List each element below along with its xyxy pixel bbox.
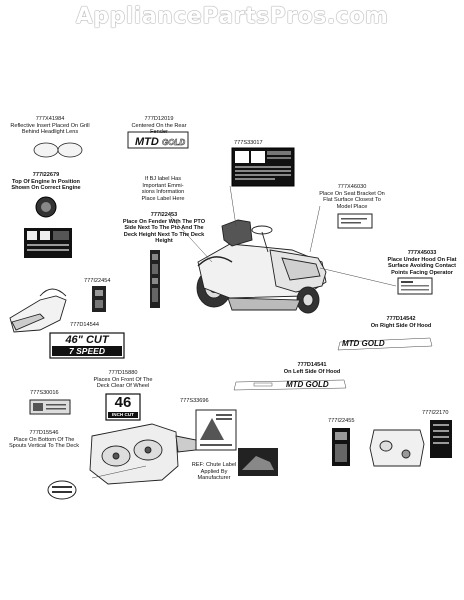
part-number: 777D14544 <box>70 322 99 328</box>
part-number: 777I22453 <box>150 212 178 218</box>
part-desc: Top Of Engine In Position Shown On Corre… <box>11 178 81 192</box>
part-number: 777S33017 <box>234 140 263 146</box>
part-desc: REF: Chute Label Applied By Manufacturer <box>191 462 237 482</box>
chute-label-illustration <box>238 448 278 476</box>
part-desc: Places On Front Of The Deck Clear Of Whe… <box>93 376 153 390</box>
callout-right-hood: 777D14542 On Right Side Of Hood <box>364 316 438 329</box>
callout-reflective-insert: 777X41984 Reflective Insert Placed On Gr… <box>6 116 94 136</box>
part-number: 777I22170 <box>422 410 449 416</box>
callout-chute-label: REF: Chute Label Applied By Manufacturer <box>186 462 242 482</box>
part-number: 777S30016 <box>30 390 59 396</box>
part-number: 777X46030 <box>337 184 367 190</box>
mtd-gold-rear-decal: MTD GOLD <box>127 131 189 149</box>
part-number: 777D15880 <box>108 370 138 376</box>
left-hood-brand-text: MTD GOLD <box>286 380 329 389</box>
callout-777d14544: 777D14544 <box>70 322 112 329</box>
lawn-tractor-illustration <box>196 219 327 314</box>
callout-spout-bottom: 777D15546 Place On Bottom Of The Spouts … <box>6 430 82 450</box>
brand-text-rear: MTD <box>135 136 159 148</box>
mower-deck-illustration <box>89 423 197 485</box>
part-number: 777D14542 <box>386 316 416 322</box>
callout-seat-bracket: 777X46030 Place On Seat Bracket On Flat … <box>316 184 388 210</box>
callout-engine-decal: 777I22679 Top Of Engine In Position Show… <box>4 172 88 192</box>
speed-text: 7 SPEED <box>69 346 105 356</box>
fender-small-decal <box>92 286 106 312</box>
instruction-decal-black <box>231 147 295 187</box>
watermark: AppliancePartsPros.com <box>75 4 389 29</box>
part-number: 777D15546 <box>29 430 59 436</box>
callout-777i22455: 777I22455 <box>328 418 368 425</box>
throttle-decal <box>430 420 452 458</box>
part-desc: Place Under Hood On Flat Surface Avoidin… <box>387 256 457 276</box>
callout-deck-front: 777D15880 Places On Front Of The Deck Cl… <box>92 370 154 390</box>
seat-bracket-label <box>337 213 373 229</box>
left-hood-decal <box>233 379 347 391</box>
deck-number-text: 46 <box>114 394 132 411</box>
callout-pto-decal: 777I22453 Place On Fender With The PTO S… <box>122 212 206 245</box>
svg-text:GOLD: GOLD <box>162 138 185 147</box>
leader-lines <box>91 185 397 479</box>
callout-777s30016: 777S30016 <box>30 390 74 397</box>
part-number: 777X45033 <box>407 250 437 256</box>
right-hood-decal <box>337 337 433 351</box>
part-number: 777D12019 <box>144 116 174 122</box>
callout-777s33017: 777S33017 <box>234 140 286 147</box>
part-number: 777S33696 <box>180 398 209 404</box>
callout-under-hood: 777X45033 Place Under Hood On Flat Surfa… <box>382 250 462 276</box>
part-desc: Centered On the Rear Fender <box>131 122 187 136</box>
callout-777s33696: 777S33696 <box>180 398 224 405</box>
part-desc: On Right Side Of Hood <box>370 322 432 329</box>
callout-777i22170: 777I22170 <box>422 410 462 417</box>
reflective-insert-decal <box>33 142 83 158</box>
part-desc: Place On Bottom Of The Spouts Vertical T… <box>8 436 80 450</box>
right-hood-brand-text: MTD GOLD <box>342 339 385 348</box>
callout-left-hood: 777D14541 On Left Side Of Hood <box>276 362 348 375</box>
cut-size-text: 46" CUT <box>65 334 109 346</box>
part-number: 777I22455 <box>328 418 355 424</box>
callout-rear-fender: 777D12019 Centered On the Rear Fender <box>122 116 196 136</box>
footrest-fender-illustration <box>9 288 67 333</box>
fender-strip-decal <box>150 250 160 308</box>
part-number: 777I22454 <box>84 278 111 284</box>
callout-emissions-label: If BJ label Has Important Emmi- sions In… <box>138 176 188 202</box>
spout-round-decal <box>47 480 77 500</box>
callout-777i22454: 777I22454 <box>84 278 124 285</box>
part-desc: If BJ label Has Important Emmi- sions In… <box>141 176 185 202</box>
warning-decal <box>195 409 237 451</box>
engine-round-decal <box>35 196 57 218</box>
under-hood-decal <box>397 277 433 295</box>
engine-panel-decal <box>24 228 72 258</box>
dash-panel-illustration <box>369 429 425 467</box>
deck-inch-text: INCH CUT <box>112 412 134 417</box>
part-desc: Place On Seat Bracket On Flat Surface Cl… <box>319 190 385 210</box>
part-desc: Reflective Insert Placed On Grill Behind… <box>10 122 90 136</box>
vertical-dark-decal <box>332 428 350 466</box>
spout-label-decal <box>29 399 71 415</box>
cut-speed-decal <box>49 332 125 359</box>
part-desc: Place On Fender With The PTO Side Next T… <box>122 218 206 245</box>
part-number: 777X41984 <box>35 116 65 122</box>
part-desc: On Left Side Of Hood <box>283 368 341 375</box>
deck-cut-decal <box>105 393 141 421</box>
part-number: 777D14541 <box>297 362 327 368</box>
part-number: 777I22679 <box>32 172 60 178</box>
